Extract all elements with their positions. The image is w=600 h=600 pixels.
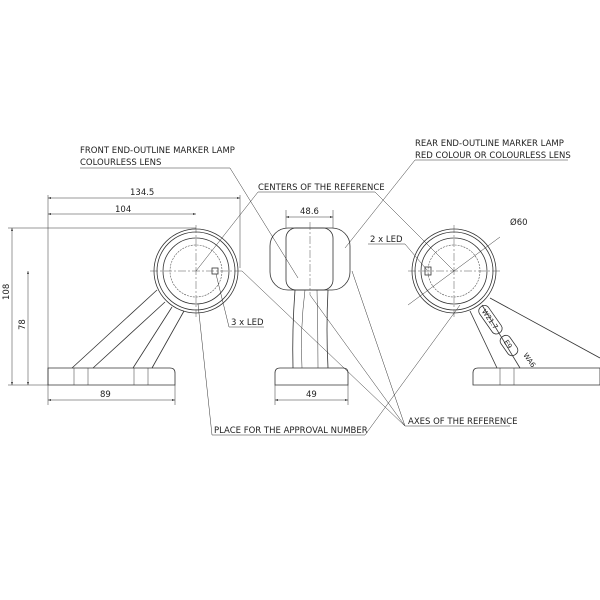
dim-diameter: Ø60 xyxy=(510,217,528,228)
callout-labels: FRONT END-OUTLINE MARKER LAMP COLOURLESS… xyxy=(80,139,571,436)
label-rear-lens: RED COLOUR OR COLOURLESS LENS xyxy=(415,151,571,161)
rear-lamp-view: Ø60 W21.7 E9 WA6 xyxy=(407,217,600,386)
marking-wa6: WA6 xyxy=(521,352,537,370)
front-lamp-view: 134.5 104 108 78 89 xyxy=(2,188,242,405)
label-rear-led: 2 x LED xyxy=(370,235,403,245)
label-front-lens: COLOURLESS LENS xyxy=(80,158,161,168)
dim-center-offset: 104 xyxy=(115,205,131,215)
dim-center-height: 78 xyxy=(18,319,28,330)
dim-overall-height: 108 xyxy=(2,284,12,300)
label-centers: CENTERS OF THE REFERENCE xyxy=(258,183,385,193)
leader-lines xyxy=(80,159,568,436)
label-approval: PLACE FOR THE APPROVAL NUMBER xyxy=(214,426,368,436)
side-lamp-view: 48.6 49 xyxy=(269,207,351,405)
dim-overall-width: 134.5 xyxy=(130,188,154,198)
dim-base-width: 49 xyxy=(306,390,317,400)
label-front-lamp: FRONT END-OUTLINE MARKER LAMP xyxy=(80,146,235,156)
dim-base-length: 89 xyxy=(100,390,111,400)
label-front-led: 3 x LED xyxy=(231,318,264,328)
label-axes: AXES OF THE REFERENCE xyxy=(408,417,518,427)
dim-lamp-width: 48.6 xyxy=(300,207,319,217)
marking-e9: E9 xyxy=(502,339,514,351)
label-rear-lamp: REAR END-OUTLINE MARKER LAMP xyxy=(415,139,564,149)
